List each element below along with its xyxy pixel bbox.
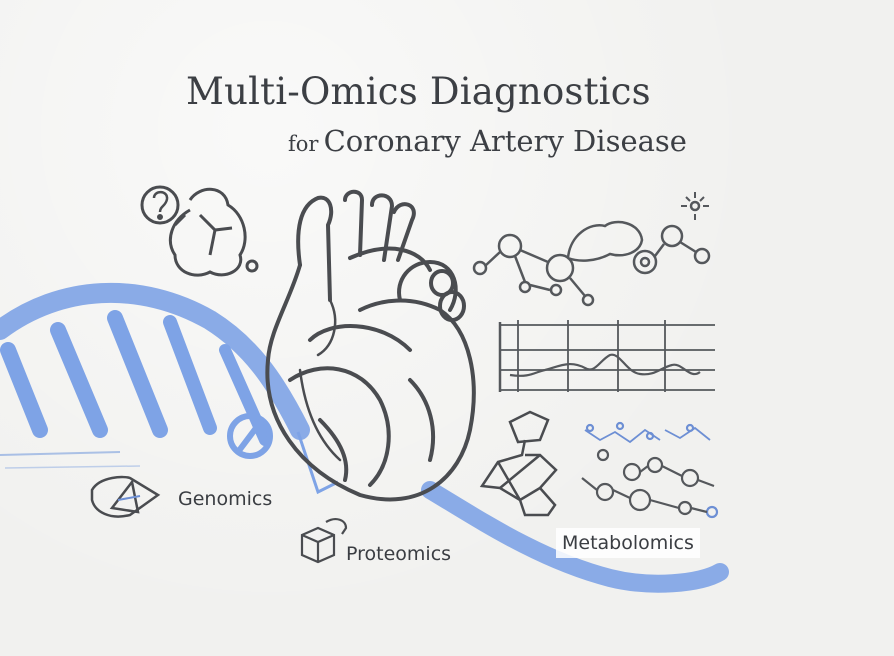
page-title: Multi-Omics Diagnostics [186,70,651,113]
dna-helix [0,282,729,593]
subtitle-prefix: for [288,132,319,156]
structure-sketch-icon [479,410,558,517]
waveform-chart-icon [498,320,715,392]
question-mark-icon [140,185,259,277]
metabolite-network-icon [581,421,719,519]
metabolomics-label: Metabolomics [556,528,700,558]
genomics-label: Genomics [178,488,273,510]
heart-illustration [265,189,476,502]
molecule-network-icon [472,192,711,307]
protein-cube-icon [300,518,348,564]
page-subtitle: for Coronary Artery Disease [288,124,687,158]
genomics-triangle-icon [90,475,161,518]
subtitle-main: Coronary Artery Disease [323,124,687,158]
proteomics-label: Proteomics [346,543,452,565]
